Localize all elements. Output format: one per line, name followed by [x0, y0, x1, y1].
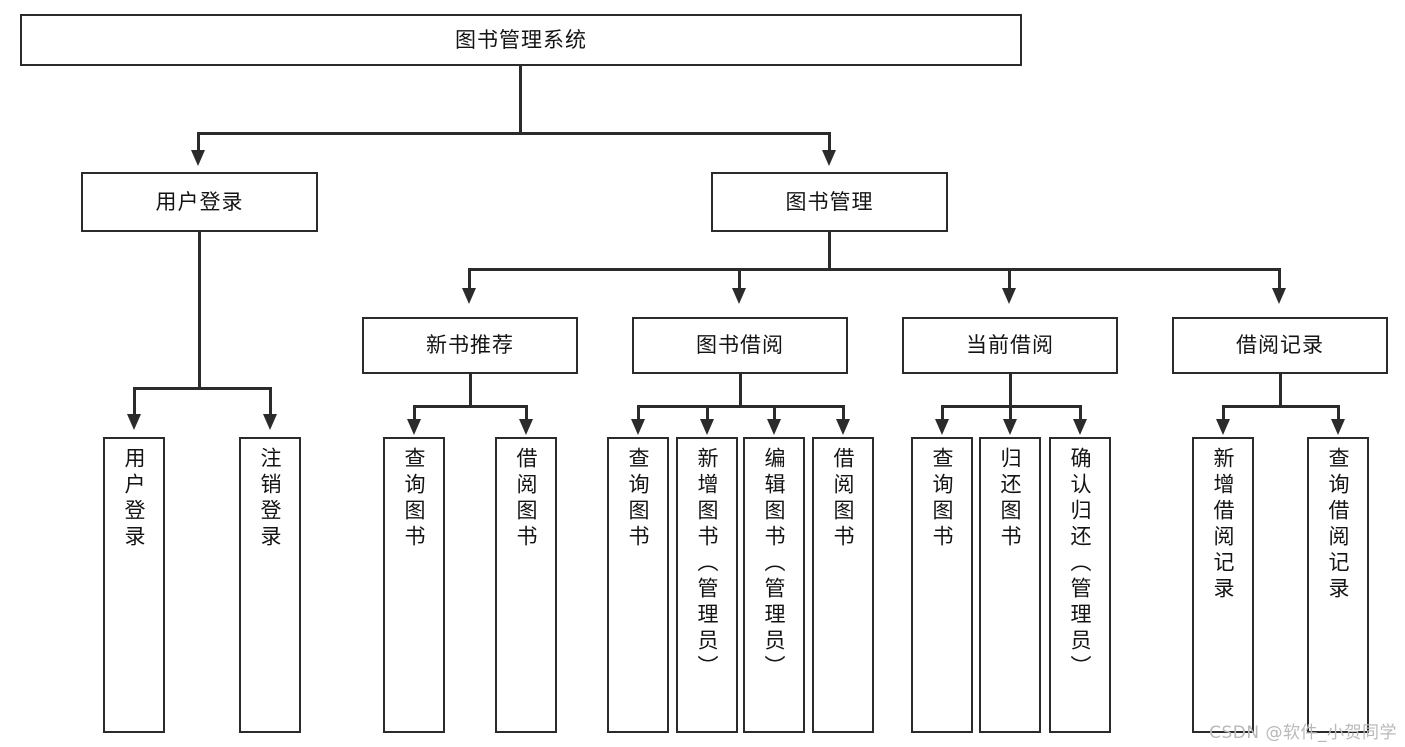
node-label: 图书借阅 [696, 333, 784, 358]
connector-br-drop-2 [1337, 405, 1340, 421]
connector-root-stem [519, 66, 522, 133]
connector-book-management-stem [828, 232, 831, 270]
node-label: 归还图书 [998, 447, 1023, 551]
connector-nbr-drop-1 [413, 405, 416, 421]
connector-user-login-stem [198, 232, 201, 389]
node-label: 借阅图书 [514, 447, 539, 551]
connector-br-drop-1 [1222, 405, 1225, 421]
node-leaf-edit-book[interactable]: 编辑图书（管理员） [743, 437, 805, 733]
node-leaf-query-book-2[interactable]: 查询图书 [607, 437, 669, 733]
arrowhead-leaf-add-record [1216, 419, 1230, 435]
connector-bm-drop-3 [1008, 268, 1011, 290]
connector-nbr-stem [469, 374, 472, 407]
node-book-management[interactable]: 图书管理 [711, 172, 948, 232]
connector-nbr-drop-2 [525, 405, 528, 421]
connector-bb-drop-1 [637, 405, 640, 421]
connector-bb-stem [739, 374, 742, 407]
arrowhead-borrow-record [1272, 288, 1286, 304]
node-label: 借阅记录 [1236, 333, 1324, 358]
connector-br-stem [1279, 374, 1282, 407]
node-leaf-add-book[interactable]: 新增图书（管理员） [676, 437, 738, 733]
node-label: 查询图书 [402, 447, 427, 551]
arrowhead-leaf-add-book [700, 419, 714, 435]
arrowhead-leaf-user-login [127, 414, 141, 430]
arrowhead-leaf-query-book-3 [935, 419, 949, 435]
arrowhead-leaf-edit-book [767, 419, 781, 435]
node-leaf-add-record[interactable]: 新增借阅记录 [1192, 437, 1254, 733]
arrowhead-book-management [822, 150, 836, 166]
node-new-book-recommend[interactable]: 新书推荐 [362, 317, 578, 374]
connector-bb-drop-2 [706, 405, 709, 421]
node-label: 查询图书 [626, 447, 651, 551]
arrowhead-current-borrow [1002, 288, 1016, 304]
connector-book-management-bus [468, 268, 1281, 271]
node-label: 当前借阅 [966, 333, 1054, 358]
node-leaf-query-record[interactable]: 查询借阅记录 [1307, 437, 1369, 733]
connector-bm-drop-2 [738, 268, 741, 290]
node-book-borrow[interactable]: 图书借阅 [632, 317, 848, 374]
connector-root-to-user-login [197, 132, 200, 152]
arrowhead-leaf-return-book [1003, 419, 1017, 435]
connector-bb-drop-4 [842, 405, 845, 421]
node-leaf-return-book[interactable]: 归还图书 [979, 437, 1041, 733]
node-leaf-user-login[interactable]: 用户登录 [103, 437, 165, 733]
node-borrow-record[interactable]: 借阅记录 [1172, 317, 1388, 374]
node-leaf-query-book-1[interactable]: 查询图书 [383, 437, 445, 733]
node-label: 新书推荐 [426, 333, 514, 358]
arrowhead-leaf-logout-login [263, 414, 277, 430]
connector-nbr-bus [413, 405, 527, 408]
node-leaf-borrow-book-2[interactable]: 借阅图书 [812, 437, 874, 733]
node-label: 用户登录 [155, 189, 244, 214]
node-current-borrow[interactable]: 当前借阅 [902, 317, 1118, 374]
arrowhead-new-book-recommend [462, 288, 476, 304]
node-leaf-confirm-return[interactable]: 确认归还（管理员） [1049, 437, 1111, 733]
connector-cb-drop-2 [1009, 405, 1012, 421]
arrowhead-book-borrow [732, 288, 746, 304]
connector-br-bus [1222, 405, 1339, 408]
arrowhead-user-login [191, 150, 205, 166]
arrowhead-leaf-borrow-book-2 [836, 419, 850, 435]
arrowhead-leaf-query-record [1331, 419, 1345, 435]
node-label: 图书管理 [785, 189, 874, 214]
node-label: 图书管理系统 [455, 27, 587, 52]
connector-bm-drop-4 [1278, 268, 1281, 290]
connector-user-login-drop-2 [269, 387, 272, 416]
node-leaf-logout-login[interactable]: 注销登录 [239, 437, 301, 733]
connector-root-bus [197, 132, 831, 135]
connector-bm-drop-1 [468, 268, 471, 290]
node-root-system[interactable]: 图书管理系统 [20, 14, 1022, 66]
arrowhead-leaf-confirm-return [1073, 419, 1087, 435]
node-label: 借阅图书 [831, 447, 856, 551]
node-user-login[interactable]: 用户登录 [81, 172, 318, 232]
connector-user-login-drop-1 [133, 387, 136, 416]
csdn-watermark: CSDN @软件_小贺同学 [1209, 723, 1397, 743]
connector-bb-bus [637, 405, 844, 408]
connector-root-to-book-management [828, 132, 831, 152]
connector-cb-drop-1 [941, 405, 944, 421]
node-label: 确认归还（管理员） [1068, 447, 1093, 681]
arrowhead-leaf-query-book-2 [631, 419, 645, 435]
connector-cb-stem [1009, 374, 1012, 407]
node-label: 用户登录 [122, 447, 147, 551]
node-label: 注销登录 [258, 447, 283, 551]
node-label: 新增图书（管理员） [695, 447, 720, 681]
node-label: 编辑图书（管理员） [762, 447, 787, 681]
node-label: 查询借阅记录 [1326, 447, 1351, 603]
node-leaf-query-book-3[interactable]: 查询图书 [911, 437, 973, 733]
connector-cb-drop-3 [1079, 405, 1082, 421]
arrowhead-leaf-borrow-book-1 [519, 419, 533, 435]
connector-bb-drop-3 [773, 405, 776, 421]
arrowhead-leaf-query-book-1 [407, 419, 421, 435]
connector-user-login-bus [133, 387, 270, 390]
node-label: 新增借阅记录 [1211, 447, 1236, 603]
node-leaf-borrow-book-1[interactable]: 借阅图书 [495, 437, 557, 733]
node-label: 查询图书 [930, 447, 955, 551]
